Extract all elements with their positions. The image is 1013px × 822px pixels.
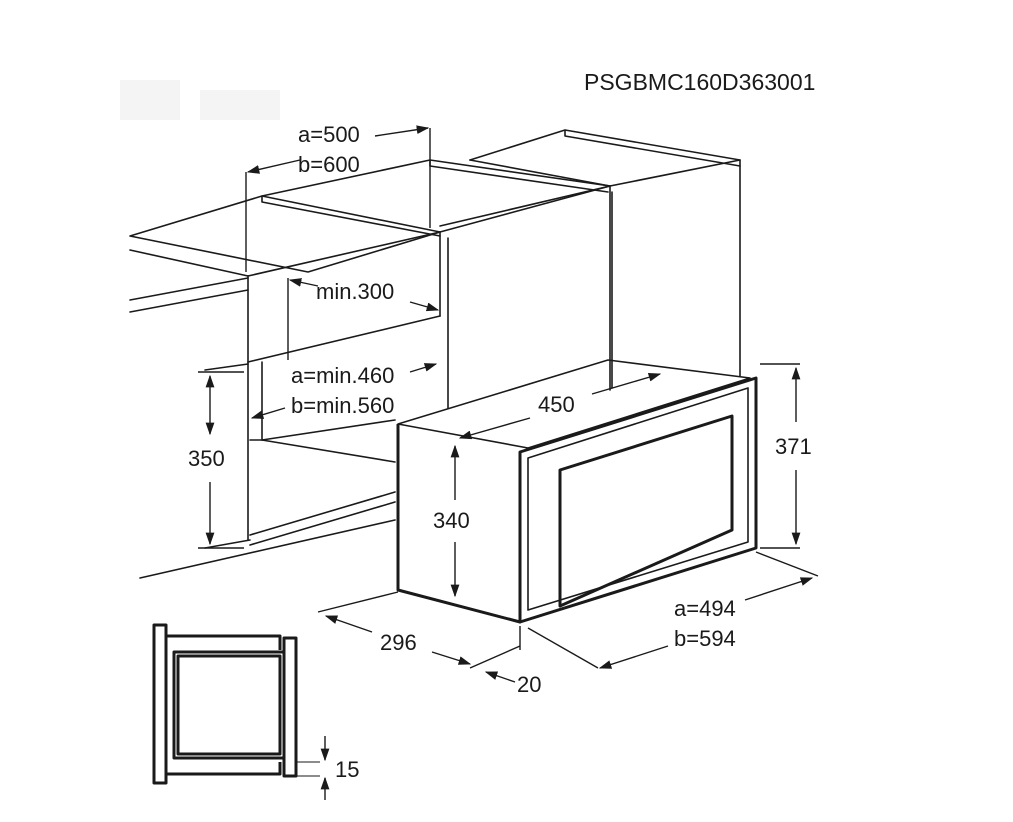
- dim-appliance-height: 340: [433, 508, 470, 533]
- dim-front-offset: 20: [517, 672, 541, 697]
- dim-min-300: min.300: [316, 279, 394, 304]
- dim-front-height: 371: [775, 434, 812, 459]
- dimension-lines: [198, 125, 819, 800]
- side-view-inset: [152, 623, 320, 785]
- dim-side-depth: 296: [380, 630, 417, 655]
- dim-niche-depth-a: a=min.460: [291, 363, 394, 388]
- dim-shelf-depth-b: b=600: [298, 152, 360, 177]
- dim-niche-height: 350: [188, 446, 225, 471]
- dim-front-width-b: b=594: [674, 626, 736, 651]
- watermark: [120, 80, 280, 120]
- dim-shelf-depth-a: a=500: [298, 122, 360, 147]
- dim-gap: 15: [335, 757, 359, 782]
- dim-niche-depth-b: b=min.560: [291, 393, 394, 418]
- dim-front-width-a: a=494: [674, 596, 736, 621]
- model-code: PSGBMC160D363001: [584, 69, 815, 95]
- appliance-drawing: [396, 359, 758, 624]
- dim-appliance-depth: 450: [538, 392, 575, 417]
